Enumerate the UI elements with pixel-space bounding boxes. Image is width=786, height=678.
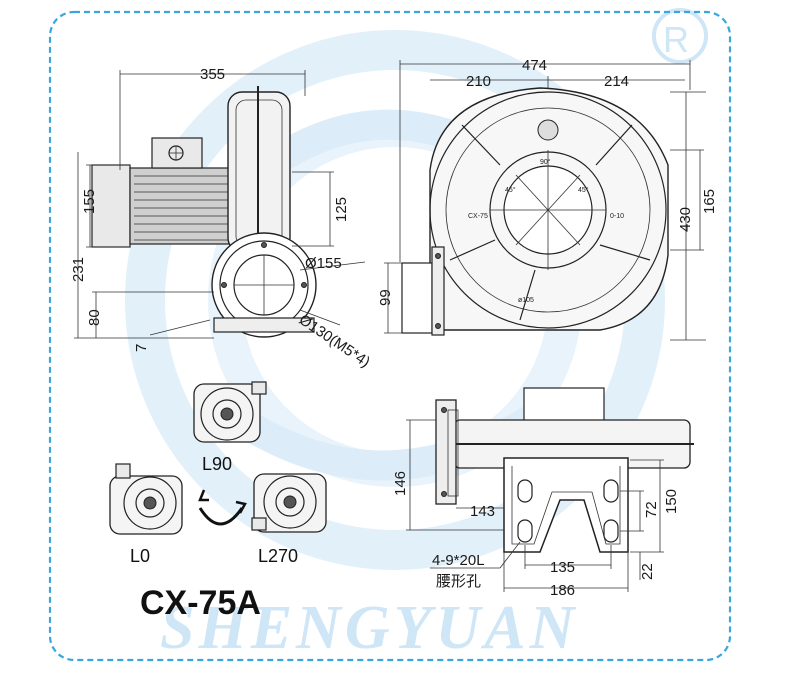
mark-bottom: ø105 — [518, 297, 534, 304]
dim-flange-dia: Ø130(M5*4) — [296, 311, 373, 371]
label-l90: L90 — [202, 454, 232, 474]
label-l0: L0 — [130, 546, 150, 566]
watermark-text: SHENGYUAN — [160, 594, 578, 662]
dim-overall-length: 355 — [200, 66, 225, 83]
dim-left-width: 210 — [466, 73, 491, 90]
side-view: 355 155 231 80 125 Ø155 Ø130(M5*4) 7 — [70, 66, 373, 371]
mark-angle-90: 90° — [540, 158, 551, 166]
dim-flange-offset: 143 — [470, 503, 495, 520]
dim-motor-height: 155 — [81, 189, 98, 214]
dim-upper-height: 165 — [701, 189, 718, 214]
orientation-l90: L90 — [193, 381, 267, 474]
dim-foot: 7 — [133, 344, 150, 352]
mark-right: 0-10 — [610, 213, 624, 220]
dim-overall-width: 474 — [522, 57, 547, 74]
dim-total-height: 231 — [70, 257, 87, 282]
dim-base-height: 146 — [392, 471, 409, 496]
label-l270: L270 — [258, 546, 298, 566]
rotation-arrow-icon — [198, 489, 247, 526]
dim-slot-spacing: 135 — [550, 559, 575, 576]
mark-left: CX-75 — [468, 213, 488, 220]
mark-angle-45a: 45° — [505, 186, 516, 194]
dim-slot-height: 72 — [643, 501, 660, 518]
model-title: CX-75A — [140, 584, 261, 622]
dim-right-width: 214 — [604, 73, 629, 90]
dim-base-width: 186 — [550, 582, 575, 599]
registered-mark: R — [652, 8, 708, 64]
mark-angle-45b: 45° — [578, 186, 589, 194]
dim-total-height: 150 — [663, 489, 680, 514]
dim-slot-bottom: 22 — [639, 563, 656, 580]
base-view: 146 143 135 186 72 150 22 4-9*20L 腰形孔 — [392, 387, 694, 599]
dim-outlet-dia: Ø155 — [305, 255, 342, 272]
orientation-l0: L0 — [109, 463, 183, 566]
slot-name: 腰形孔 — [436, 573, 481, 590]
slot-spec: 4-9*20L — [432, 552, 485, 569]
dim-height-430: 430 — [677, 207, 694, 232]
svg-text:R: R — [663, 19, 689, 60]
dashed-border — [48, 10, 732, 662]
dim-outlet-height: 125 — [333, 197, 350, 222]
front-view: CX-75 0-10 ø105 90° 45° 45° 474 210 214 … — [377, 57, 718, 341]
dim-base-height: 80 — [86, 309, 103, 326]
orientation-l270: L270 — [251, 473, 327, 566]
dim-outlet-center: 99 — [377, 289, 394, 306]
